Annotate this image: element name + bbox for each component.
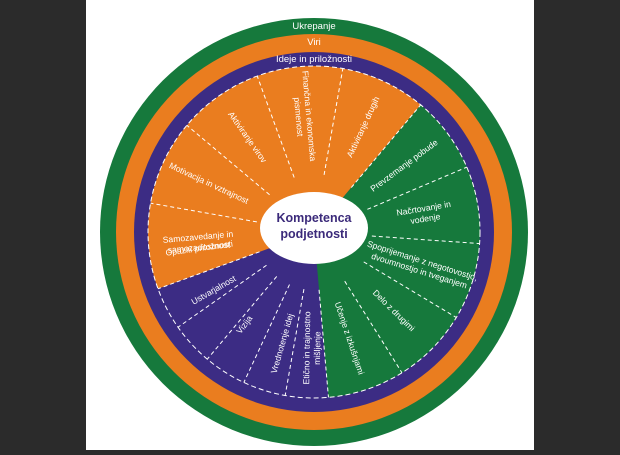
segment-divider bbox=[371, 235, 480, 245]
segment-divider bbox=[150, 202, 257, 223]
segment-divider bbox=[367, 166, 467, 210]
segment-divider bbox=[363, 261, 457, 318]
segment-divider bbox=[186, 124, 270, 196]
resources-sector bbox=[148, 66, 421, 289]
dashed-boundary bbox=[147, 65, 481, 399]
center-ellipse bbox=[260, 192, 368, 264]
right-dark-margin bbox=[534, 0, 620, 450]
segment-sectors bbox=[148, 66, 480, 398]
action-sector bbox=[314, 104, 480, 398]
segment-divider bbox=[318, 289, 329, 398]
center-title-line1: Kompetenca bbox=[276, 211, 352, 225]
segment-divider bbox=[177, 264, 267, 328]
ideas-segment-label: Etično in trajnostnomišljenje bbox=[301, 311, 323, 385]
ring-middle-label: Viri bbox=[307, 37, 321, 48]
segment-divider bbox=[243, 284, 290, 383]
ring-inner-label: Ideje in priložnosti bbox=[276, 54, 352, 65]
segment-divider bbox=[350, 104, 422, 188]
left-dark-margin bbox=[0, 0, 86, 450]
segment-divider bbox=[323, 68, 344, 175]
segment-divider bbox=[284, 289, 305, 396]
diagram-canvas: Ukrepanje Viri Ideje in priložnosti Samo… bbox=[86, 0, 534, 450]
center-title-line2: podjetnosti bbox=[280, 227, 347, 241]
segment-divider bbox=[157, 251, 260, 290]
segment-divider bbox=[344, 280, 403, 374]
ring-outer-label: Ukrepanje bbox=[292, 21, 335, 32]
competence-wheel: Ukrepanje Viri Ideje in priložnosti Samo… bbox=[100, 18, 528, 446]
